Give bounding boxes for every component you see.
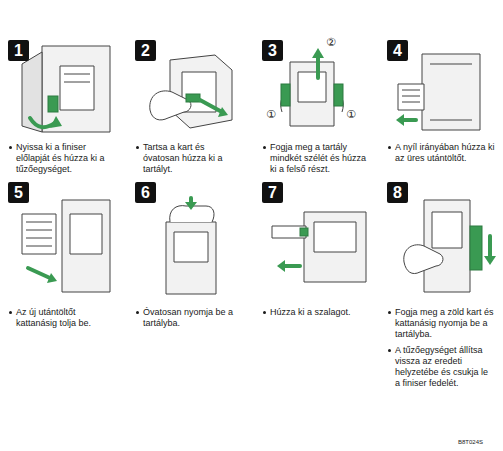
bullet-dot — [263, 146, 266, 149]
callout-number: ① — [346, 108, 360, 121]
step-number: 8 — [393, 185, 402, 201]
bullet-dot — [136, 146, 139, 149]
step-number-badge: 8 — [387, 182, 408, 203]
step-number: 6 — [141, 185, 150, 201]
step-caption: Tartsa a kart és óvatosan húzza ki a tar… — [143, 142, 235, 175]
bullet-dot — [9, 146, 12, 149]
callout-number: ② — [326, 36, 340, 49]
step-caption: Fogja meg a tartály mindkét szélét és hú… — [270, 142, 372, 175]
bullet-dot — [388, 146, 391, 149]
step-caption: Nyissa ki a finiser előlapját és húzza k… — [16, 142, 116, 175]
step-number-badge: 4 — [387, 40, 408, 61]
bullet-dot — [388, 349, 391, 352]
bullet-dot — [263, 311, 266, 314]
callout-number: ① — [266, 108, 280, 121]
figure-code: B8T024S — [458, 438, 500, 446]
step-number: 3 — [268, 43, 277, 59]
step-number-badge: 2 — [135, 40, 156, 61]
step-caption: A nyíl irányában húzza ki az üres utántö… — [395, 142, 499, 164]
step-number-badge: 7 — [262, 182, 283, 203]
step-number-badge: 3 — [262, 40, 283, 61]
bullet-dot — [9, 311, 12, 314]
step-caption: Óvatosan nyomja be a tartályba. — [143, 307, 239, 329]
step-number-badge: 1 — [8, 40, 29, 61]
step-number-badge: 5 — [8, 182, 29, 203]
step-number: 7 — [268, 185, 277, 201]
step-caption: Az új utántöltőt kattanásig tolja be. — [16, 307, 116, 329]
step-number: 5 — [14, 185, 23, 201]
step-number: 4 — [393, 43, 402, 59]
step-number-badge: 6 — [135, 182, 156, 203]
step-caption: Fogja meg a zöld kart és kattanásig nyom… — [395, 307, 495, 340]
bullet-dot — [388, 311, 391, 314]
step-number: 1 — [14, 43, 23, 59]
bullet-dot — [136, 311, 139, 314]
step-caption: A tűzőegységet állítsa vissza az eredeti… — [395, 345, 495, 389]
step-number: 2 — [141, 43, 150, 59]
step-caption: Húzza ki a szalagot. — [270, 307, 370, 318]
